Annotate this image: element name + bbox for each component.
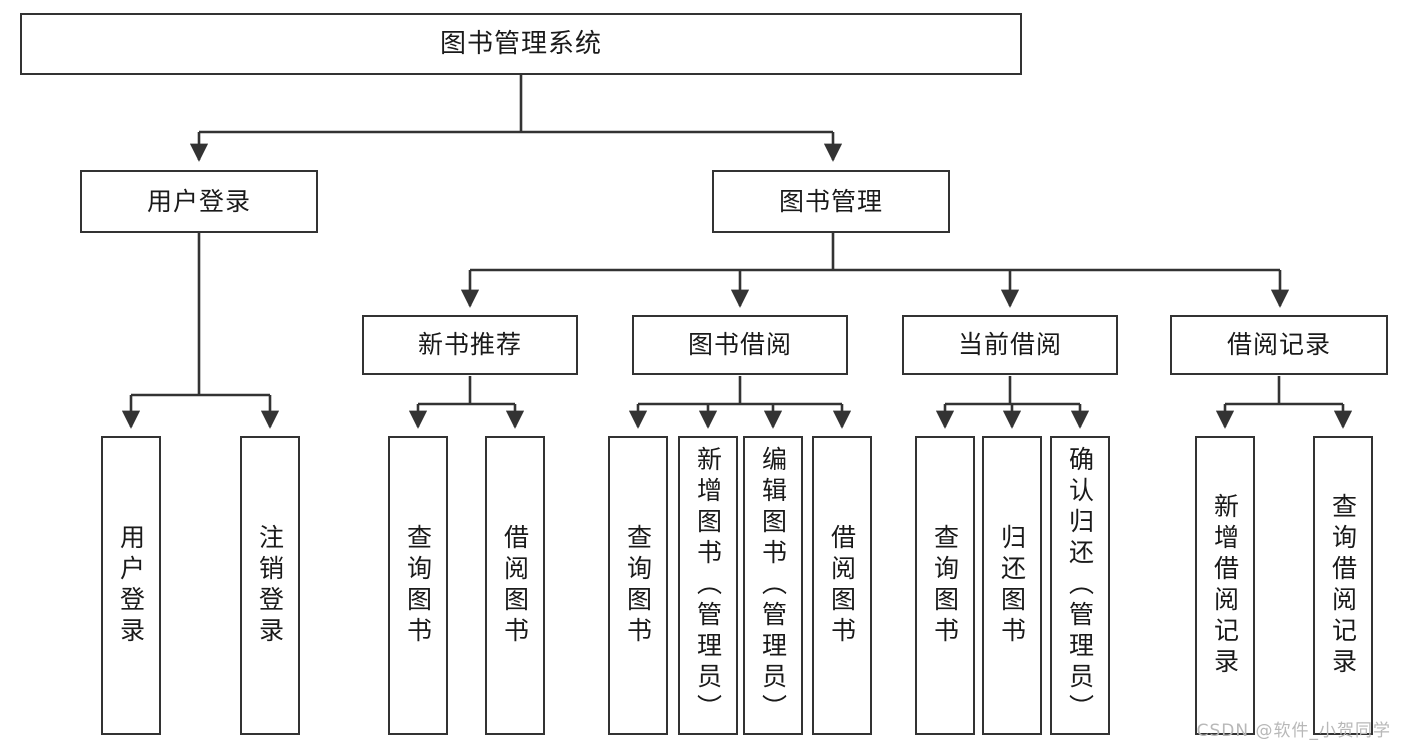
node-root-system[interactable]: 图书管理系统 bbox=[20, 13, 1022, 75]
node-user-login[interactable]: 用户登录 bbox=[80, 170, 318, 233]
node-borrow-record-label: 借阅记录 bbox=[1226, 330, 1331, 360]
leaf-edit-book-label: 编辑图书（管理员） bbox=[758, 446, 788, 725]
leaf-borrow-book[interactable]: 借阅图书 bbox=[812, 436, 872, 735]
node-borrow-record[interactable]: 借阅记录 bbox=[1170, 315, 1388, 375]
node-user-login-label: 用户登录 bbox=[146, 186, 251, 216]
leaf-query-book-recommend-label: 查询图书 bbox=[403, 523, 433, 648]
leaf-query-book-borrow-label: 查询图书 bbox=[623, 523, 653, 648]
node-current-borrow[interactable]: 当前借阅 bbox=[902, 315, 1118, 375]
leaf-query-book-recommend[interactable]: 查询图书 bbox=[388, 436, 448, 735]
leaf-add-book[interactable]: 新增图书（管理员） bbox=[678, 436, 738, 735]
leaf-confirm-return-label: 确认归还（管理员） bbox=[1065, 446, 1095, 725]
leaf-return-book-label: 归还图书 bbox=[997, 523, 1027, 648]
leaf-borrow-book-recommend-label: 借阅图书 bbox=[500, 523, 530, 648]
leaf-borrow-book-label: 借阅图书 bbox=[827, 523, 857, 648]
leaf-confirm-return[interactable]: 确认归还（管理员） bbox=[1050, 436, 1110, 735]
node-new-book-recommend[interactable]: 新书推荐 bbox=[362, 315, 578, 375]
leaf-query-book-borrow[interactable]: 查询图书 bbox=[608, 436, 668, 735]
leaf-add-borrow-record[interactable]: 新增借阅记录 bbox=[1195, 436, 1255, 735]
node-current-borrow-label: 当前借阅 bbox=[957, 330, 1062, 360]
node-book-management-label: 图书管理 bbox=[778, 186, 883, 216]
node-book-borrow[interactable]: 图书借阅 bbox=[632, 315, 848, 375]
leaf-logout-login-label: 注销登录 bbox=[255, 523, 285, 648]
leaf-add-book-label: 新增图书（管理员） bbox=[693, 446, 723, 725]
leaf-user-login[interactable]: 用户登录 bbox=[101, 436, 161, 735]
leaf-user-login-label: 用户登录 bbox=[116, 523, 146, 648]
node-book-borrow-label: 图书借阅 bbox=[687, 330, 792, 360]
node-new-book-recommend-label: 新书推荐 bbox=[417, 330, 522, 360]
node-root-label: 图书管理系统 bbox=[439, 28, 602, 59]
node-book-management[interactable]: 图书管理 bbox=[712, 170, 950, 233]
leaf-query-book-current[interactable]: 查询图书 bbox=[915, 436, 975, 735]
leaf-return-book[interactable]: 归还图书 bbox=[982, 436, 1042, 735]
leaf-query-borrow-record[interactable]: 查询借阅记录 bbox=[1313, 436, 1373, 735]
csdn-watermark: CSDN @软件_小贺同学 bbox=[1196, 721, 1391, 741]
leaf-edit-book[interactable]: 编辑图书（管理员） bbox=[743, 436, 803, 735]
leaf-borrow-book-recommend[interactable]: 借阅图书 bbox=[485, 436, 545, 735]
leaf-logout-login[interactable]: 注销登录 bbox=[240, 436, 300, 735]
leaf-query-book-current-label: 查询图书 bbox=[930, 523, 960, 648]
leaf-query-borrow-record-label: 查询借阅记录 bbox=[1328, 492, 1358, 679]
leaf-add-borrow-record-label: 新增借阅记录 bbox=[1210, 492, 1240, 679]
